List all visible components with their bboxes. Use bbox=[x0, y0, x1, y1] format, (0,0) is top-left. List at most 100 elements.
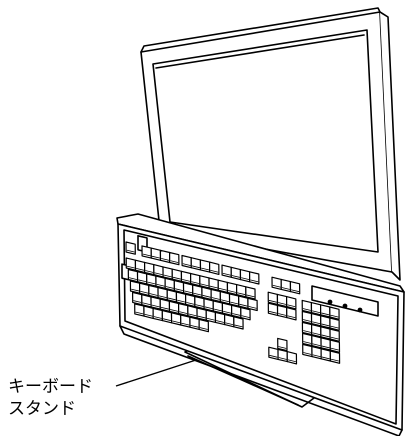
key-nav bbox=[276, 304, 288, 319]
key-main bbox=[238, 295, 249, 309]
key-edge bbox=[250, 279, 259, 283]
key-main bbox=[136, 271, 148, 285]
key-main bbox=[233, 316, 244, 330]
key-main bbox=[132, 291, 143, 306]
key-edge bbox=[239, 303, 248, 307]
key-arrow bbox=[277, 348, 288, 363]
key-function bbox=[159, 249, 171, 264]
key-main bbox=[157, 287, 168, 301]
key-edge bbox=[160, 306, 169, 310]
key-numpad bbox=[311, 346, 322, 360]
key-main bbox=[162, 266, 173, 280]
key-numpad bbox=[311, 324, 322, 338]
key-edge bbox=[330, 347, 339, 351]
key-main bbox=[231, 304, 242, 319]
key-edge bbox=[195, 304, 204, 307]
key-edge bbox=[213, 308, 222, 312]
key-nav bbox=[276, 293, 288, 308]
key-edge bbox=[232, 313, 241, 316]
key-edge bbox=[303, 341, 312, 344]
key-edge bbox=[312, 310, 321, 313]
key-function bbox=[169, 251, 180, 266]
key-edge bbox=[231, 275, 240, 278]
key-edge bbox=[278, 357, 287, 360]
key-main bbox=[201, 286, 212, 300]
key-edge bbox=[248, 306, 257, 309]
key-main bbox=[134, 259, 146, 273]
key-main bbox=[212, 300, 224, 314]
key-main bbox=[127, 268, 139, 283]
key-main bbox=[134, 303, 145, 317]
key-main bbox=[125, 257, 137, 271]
key-numpad bbox=[301, 299, 313, 314]
key-main bbox=[196, 307, 207, 321]
key-edge bbox=[184, 290, 193, 294]
key-edge bbox=[278, 302, 287, 305]
key-nav bbox=[286, 307, 297, 321]
key-edge bbox=[126, 265, 135, 269]
key-main bbox=[171, 268, 183, 282]
key-main bbox=[208, 277, 219, 291]
key-edge bbox=[268, 300, 277, 303]
key-function bbox=[230, 266, 242, 281]
nav-keys bbox=[267, 291, 298, 365]
key-edge bbox=[188, 313, 197, 317]
key-esc bbox=[125, 241, 136, 255]
key-edge bbox=[269, 355, 278, 358]
key-main bbox=[190, 272, 201, 287]
key-edge bbox=[170, 309, 179, 312]
key-numpad bbox=[329, 328, 340, 342]
key-main bbox=[159, 298, 171, 312]
label-line-2: スタンド bbox=[8, 399, 76, 419]
key-numpad bbox=[320, 315, 331, 329]
key-edge bbox=[291, 289, 300, 292]
key-numpad bbox=[301, 321, 313, 336]
key-edge bbox=[321, 345, 330, 349]
key-edge bbox=[269, 311, 278, 314]
key-edge bbox=[151, 255, 160, 259]
key-edge bbox=[191, 265, 200, 269]
key-edge bbox=[230, 301, 239, 305]
key-edge bbox=[200, 283, 209, 287]
key-main bbox=[187, 305, 198, 319]
key-numpad bbox=[329, 306, 340, 320]
key-edge bbox=[216, 320, 225, 323]
key-main bbox=[150, 296, 161, 310]
key-edge bbox=[182, 263, 191, 266]
key-nav bbox=[286, 296, 297, 310]
key-edge bbox=[151, 304, 160, 308]
key-edge bbox=[237, 292, 246, 295]
key-edge bbox=[278, 313, 287, 316]
key-edge bbox=[241, 315, 250, 318]
key-edge bbox=[140, 291, 149, 294]
key-edge bbox=[133, 300, 142, 303]
key-edge bbox=[211, 297, 220, 300]
key-main bbox=[180, 270, 192, 285]
key-numpad bbox=[302, 332, 313, 347]
key-main bbox=[148, 284, 159, 299]
key-main bbox=[219, 291, 231, 305]
key-edge bbox=[303, 330, 312, 333]
key-edge bbox=[206, 318, 215, 321]
key-edge bbox=[321, 334, 330, 338]
key-main bbox=[199, 275, 210, 289]
key-edge bbox=[234, 324, 243, 328]
main-keys bbox=[125, 257, 258, 333]
key-numpad bbox=[320, 326, 331, 340]
key-main bbox=[166, 289, 178, 303]
key-edge bbox=[278, 346, 287, 349]
key-system bbox=[289, 281, 301, 295]
key-function bbox=[199, 259, 211, 273]
key-main bbox=[240, 307, 251, 321]
key-edge bbox=[138, 279, 147, 283]
key-edge bbox=[209, 285, 218, 289]
key-edge bbox=[199, 327, 208, 330]
key-edge bbox=[144, 313, 153, 317]
key-main bbox=[194, 295, 205, 310]
key-numpad bbox=[301, 310, 313, 325]
key-main bbox=[198, 318, 209, 333]
key-nav bbox=[267, 291, 279, 305]
key-main bbox=[224, 314, 235, 328]
key-edge bbox=[182, 279, 191, 282]
